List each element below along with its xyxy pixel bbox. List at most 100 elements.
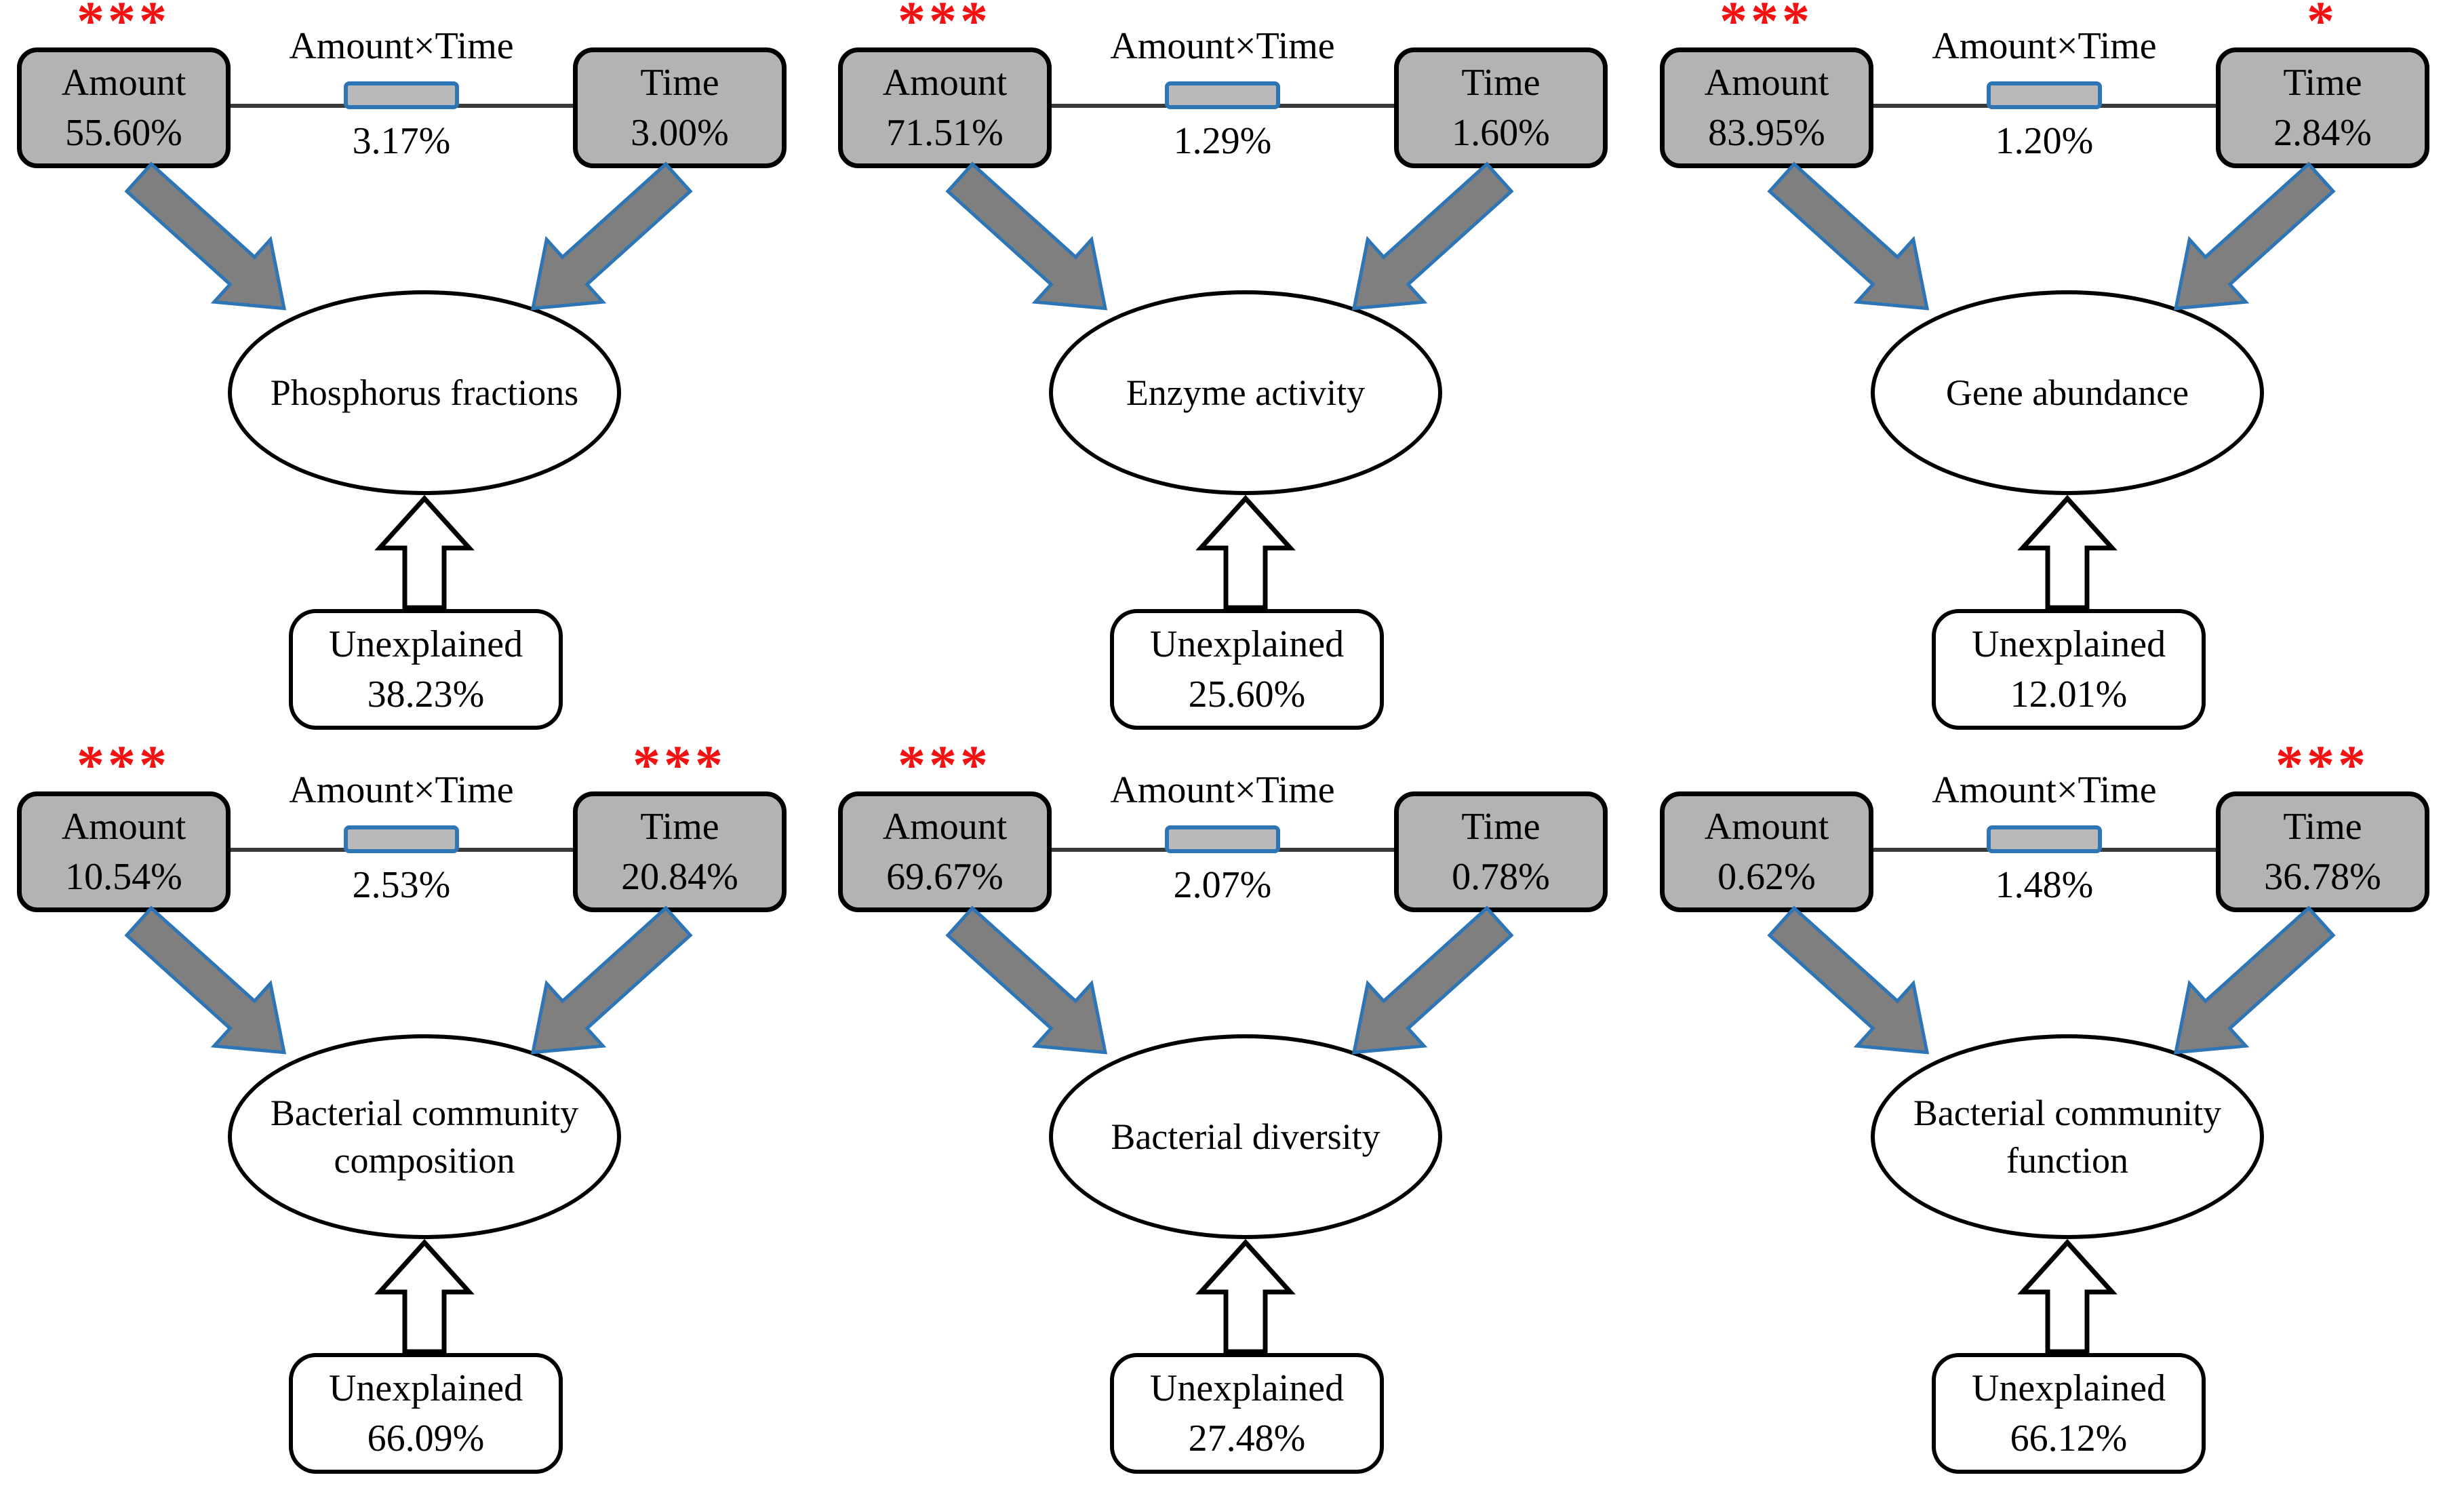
- unexplained-box: Unexplained 27.48%: [1110, 1353, 1384, 1474]
- time-box: Time 1.60%: [1394, 47, 1608, 168]
- interaction-bar-icon: [344, 825, 459, 853]
- unexplained-label: Unexplained: [1971, 1367, 2166, 1409]
- amount-box: Amount 0.62%: [1660, 791, 1873, 912]
- time-significance-stars: ***: [633, 734, 726, 796]
- amount-label: Amount: [1704, 805, 1829, 848]
- unexplained-box: Unexplained 12.01%: [1932, 609, 2206, 730]
- time-box: Time 0.78%: [1394, 791, 1608, 912]
- unexplained-label: Unexplained: [1971, 623, 2166, 665]
- interaction-value: 1.29%: [1173, 120, 1272, 162]
- amount-box: Amount 71.51%: [838, 47, 1052, 168]
- unexplained-value: 38.23%: [367, 673, 485, 716]
- interaction-value: 1.48%: [1995, 864, 2094, 906]
- amount-box: Amount 10.54%: [17, 791, 231, 912]
- unexplained-to-response-arrow-icon: [2017, 1238, 2118, 1354]
- time-box: Time 3.00%: [573, 47, 787, 168]
- unexplained-label: Unexplained: [328, 1367, 523, 1409]
- response-label: Phosphorus fractions: [270, 372, 579, 413]
- time-value: 3.00%: [631, 112, 729, 154]
- unexplained-label: Unexplained: [1149, 1367, 1345, 1409]
- unexplained-box: Unexplained 66.09%: [289, 1353, 563, 1474]
- response-label: Gene abundance: [1945, 372, 2189, 413]
- amount-label: Amount: [882, 805, 1008, 848]
- amount-value: 69.67%: [886, 856, 1004, 898]
- unexplained-to-response-arrow-icon: [1195, 494, 1296, 610]
- response-label: Bacterial community composition: [270, 1092, 579, 1181]
- time-significance-stars: [1392, 735, 1609, 797]
- unexplained-value: 66.12%: [2010, 1417, 2128, 1460]
- amount-significance-stars: ***: [898, 0, 991, 52]
- panel-enzyme-activity: *** Amount×Time 1.29% Amount 71.51% Time…: [821, 0, 1642, 744]
- response-ellipse: Bacterial community function: [1871, 1034, 2264, 1239]
- interaction-label: Amount×Time: [1932, 25, 2157, 67]
- time-label: Time: [1461, 61, 1541, 104]
- amount-significance-stars: ***: [1720, 0, 1813, 52]
- amount-label: Amount: [61, 61, 186, 104]
- panel-bacterial-community-composition: *** *** Amount×Time 2.53% Amount 10.54% …: [0, 734, 821, 1488]
- response-ellipse: Gene abundance: [1871, 290, 2264, 495]
- amount-to-response-arrow-icon: [124, 905, 287, 1055]
- amount-significance-stars: ***: [77, 0, 170, 52]
- interaction-label: Amount×Time: [1932, 769, 2157, 811]
- amount-to-response-arrow-icon: [1767, 905, 1930, 1055]
- time-box: Time 20.84%: [573, 791, 787, 912]
- time-box: Time 36.78%: [2216, 791, 2429, 912]
- response-ellipse: Phosphorus fractions: [228, 290, 621, 495]
- interaction-bar-icon: [1165, 825, 1280, 853]
- time-label: Time: [2283, 61, 2362, 104]
- unexplained-value: 25.60%: [1188, 673, 1306, 716]
- time-value: 2.84%: [2273, 112, 2372, 154]
- panel-bacterial-diversity: *** Amount×Time 2.07% Amount 69.67% Time…: [821, 734, 1642, 1488]
- response-ellipse: Enzyme activity: [1049, 290, 1442, 495]
- amount-label: Amount: [882, 61, 1008, 104]
- time-significance-stars: [571, 0, 788, 53]
- interaction-label: Amount×Time: [1110, 769, 1335, 811]
- amount-value: 55.60%: [65, 112, 182, 154]
- unexplained-box: Unexplained 25.60%: [1110, 609, 1384, 730]
- interaction-label: Amount×Time: [289, 25, 514, 67]
- interaction-bar-icon: [344, 81, 459, 109]
- panel-phosphorus-fractions: *** Amount×Time 3.17% Amount 55.60% Time…: [0, 0, 821, 744]
- unexplained-to-response-arrow-icon: [374, 494, 475, 610]
- panel-bacterial-community-function: *** Amount×Time 1.48% Amount 0.62% Time …: [1643, 734, 2464, 1488]
- interaction-value: 2.53%: [352, 864, 451, 906]
- amount-to-response-arrow-icon: [124, 161, 287, 311]
- interaction-bar-icon: [1165, 81, 1280, 109]
- time-significance-stars: [1392, 0, 1609, 53]
- unexplained-value: 66.09%: [367, 1417, 485, 1460]
- amount-box: Amount 69.67%: [838, 791, 1052, 912]
- response-ellipse: Bacterial diversity: [1049, 1034, 1442, 1239]
- amount-to-response-arrow-icon: [1767, 161, 1930, 311]
- time-significance-stars: ***: [2276, 734, 2369, 796]
- interaction-value: 3.17%: [352, 120, 451, 162]
- unexplained-label: Unexplained: [328, 623, 523, 665]
- amount-to-response-arrow-icon: [945, 905, 1108, 1055]
- response-label: Bacterial diversity: [1111, 1116, 1380, 1157]
- response-ellipse: Bacterial community composition: [228, 1034, 621, 1239]
- unexplained-to-response-arrow-icon: [1195, 1238, 1296, 1354]
- interaction-value: 1.20%: [1995, 120, 2094, 162]
- interaction-value: 2.07%: [1173, 864, 1272, 906]
- amount-value: 71.51%: [886, 112, 1004, 154]
- time-label: Time: [1461, 805, 1541, 848]
- amount-box: Amount 83.95%: [1660, 47, 1873, 168]
- time-value: 20.84%: [621, 856, 738, 898]
- time-label: Time: [640, 61, 719, 104]
- unexplained-to-response-arrow-icon: [2017, 494, 2118, 610]
- amount-box: Amount 55.60%: [17, 47, 231, 168]
- panel-gene-abundance: *** * Amount×Time 1.20% Amount 83.95% Ti…: [1643, 0, 2464, 744]
- amount-label: Amount: [1704, 61, 1829, 104]
- interaction-bar-icon: [1987, 81, 2102, 109]
- time-significance-stars: *: [2307, 0, 2338, 52]
- interaction-bar-icon: [1987, 825, 2102, 853]
- time-value: 36.78%: [2264, 856, 2381, 898]
- time-value: 1.60%: [1452, 112, 1550, 154]
- amount-value: 10.54%: [65, 856, 182, 898]
- amount-to-response-arrow-icon: [945, 161, 1108, 311]
- response-label: Enzyme activity: [1126, 372, 1366, 413]
- unexplained-box: Unexplained 38.23%: [289, 609, 563, 730]
- unexplained-value: 27.48%: [1188, 1417, 1306, 1460]
- time-label: Time: [2283, 805, 2362, 848]
- amount-significance-stars: [1658, 735, 1875, 797]
